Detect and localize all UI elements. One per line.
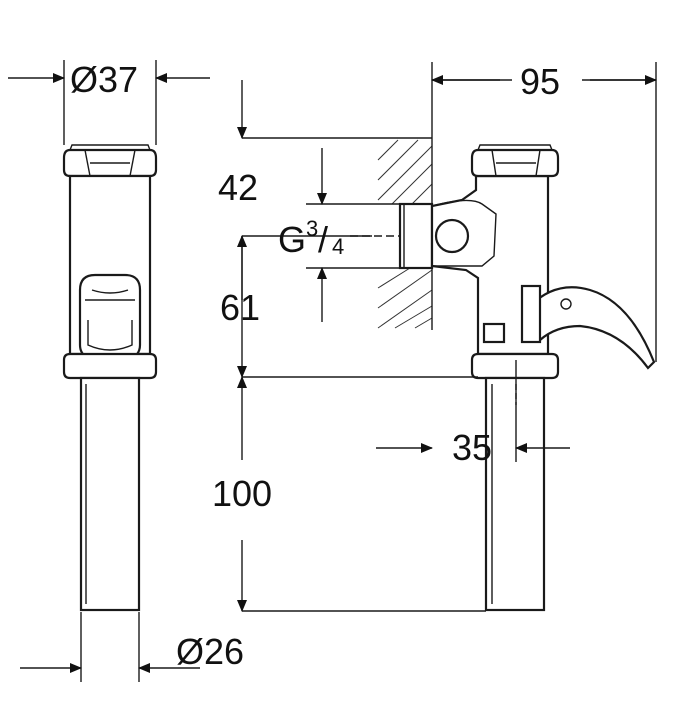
wall-hatch [377, 139, 433, 329]
front-view [62, 144, 158, 612]
thread-numerator: 3 [306, 216, 318, 241]
side-view [377, 139, 656, 612]
diameter-bottom-label: Ø26 [176, 631, 244, 672]
offset-label: 35 [452, 427, 492, 468]
thread-slash: / [318, 219, 328, 260]
height-bottom-label: 100 [212, 473, 272, 514]
thread-denominator: 4 [332, 234, 344, 259]
height-mid-label: 61 [220, 287, 260, 328]
thread-g-label: G [278, 219, 306, 260]
dimension-lines [8, 60, 657, 682]
diameter-top-label: Ø37 [70, 59, 138, 100]
height-top-label: 42 [218, 167, 258, 208]
width-total-label: 95 [520, 61, 560, 102]
